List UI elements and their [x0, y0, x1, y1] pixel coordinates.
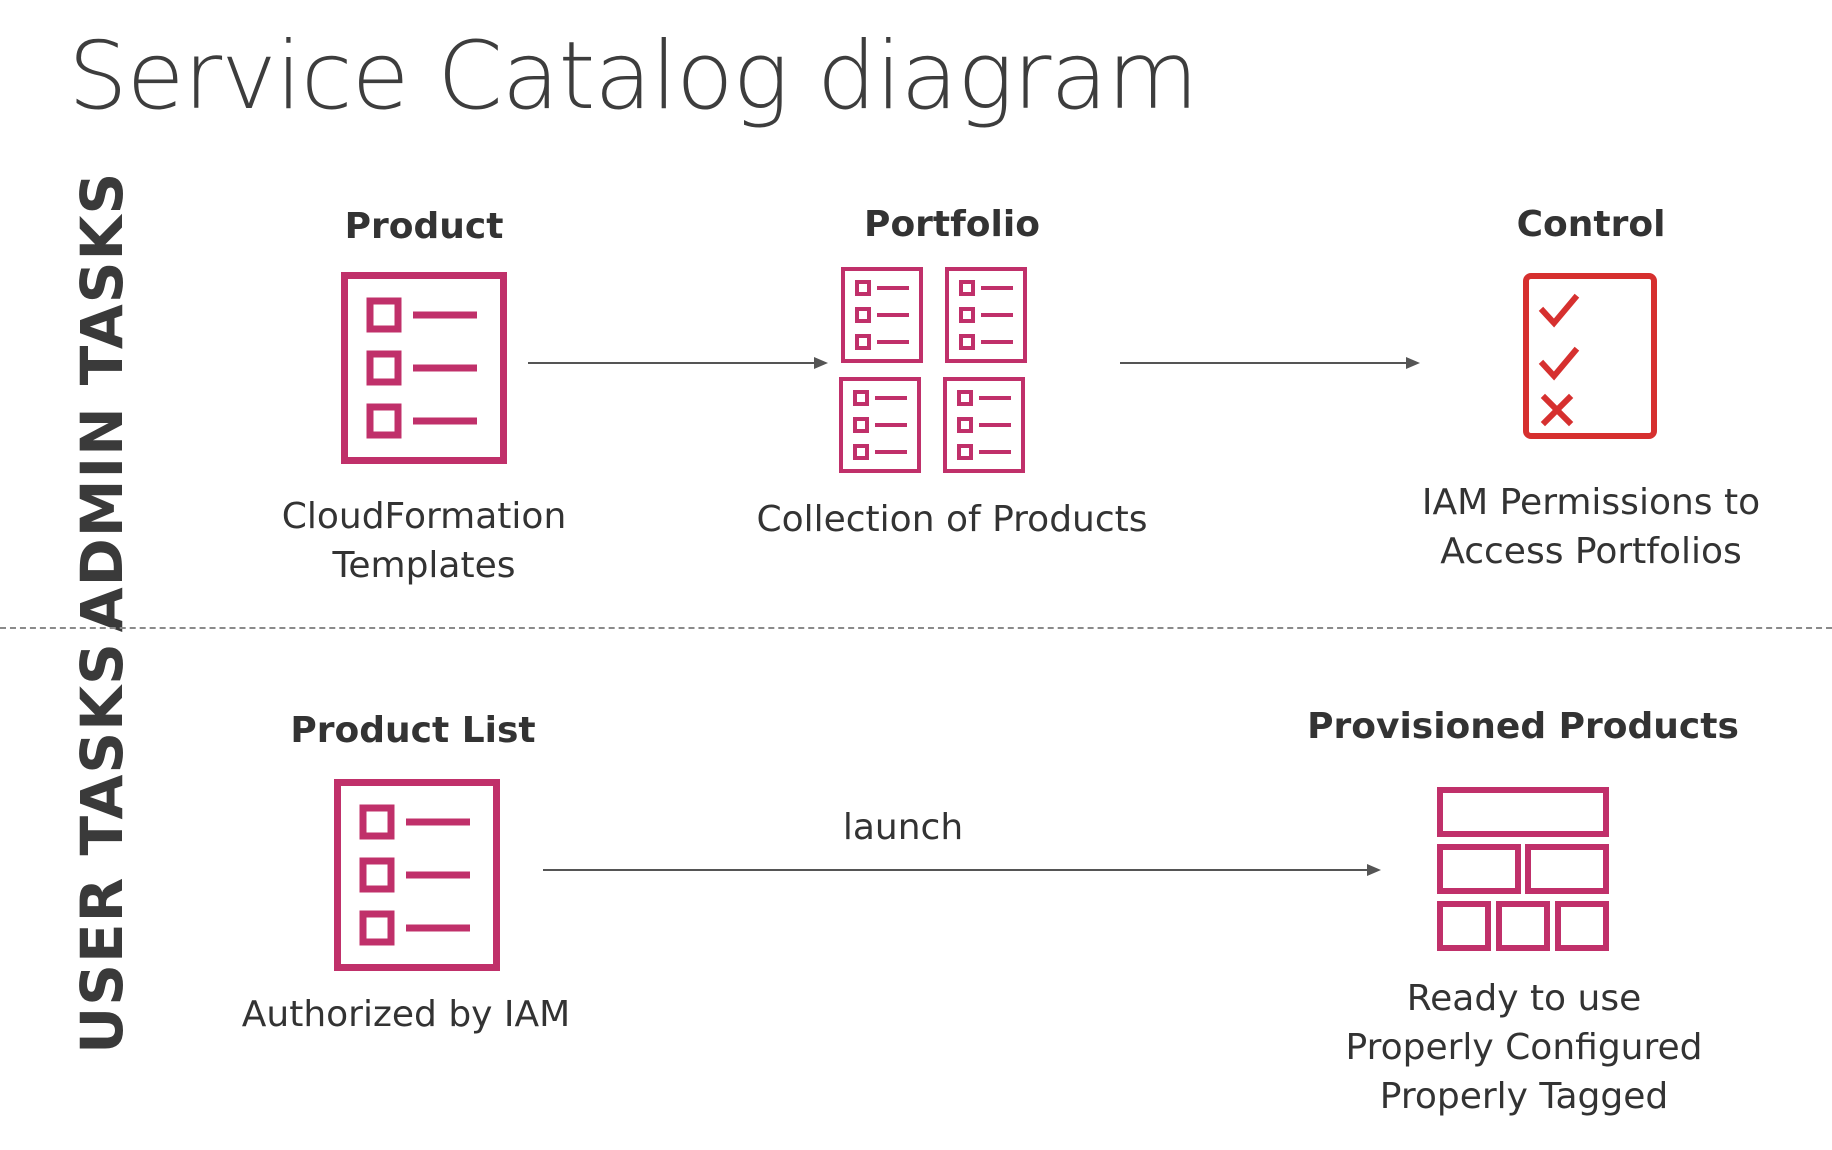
section-divider — [0, 627, 1832, 629]
product-description-line: Templates — [332, 545, 516, 586]
product-list-description-line: Authorized by IAM — [241, 994, 571, 1035]
product-list-checklist-icon — [334, 779, 500, 971]
product-list-heading: Product List — [290, 710, 536, 751]
admin-tasks-label: ADMIN TASKS — [68, 171, 136, 633]
provisioned-products-heading: Provisioned Products — [1307, 706, 1739, 747]
launch-arrow — [543, 864, 1381, 876]
provisioned-products-description-line: Ready to use — [1406, 978, 1642, 1019]
portfolio-heading: Portfolio — [864, 204, 1040, 245]
product-list-description: Authorized by IAM — [242, 990, 570, 1039]
control-description: IAM Permissions to Access Portfolios — [1422, 478, 1760, 576]
product-to-portfolio-arrow — [528, 357, 828, 369]
provisioned-products-description-line: Properly Tagged — [1379, 1076, 1669, 1117]
product-checklist-icon — [341, 272, 507, 464]
product-description-line: CloudFormation — [281, 496, 567, 537]
control-checklist-icon — [1523, 273, 1657, 439]
provisioned-products-description-line: Properly Configured — [1345, 1027, 1703, 1068]
portfolio-grid-icon — [839, 267, 1027, 473]
portfolio-description-line: Collection of Products — [756, 499, 1148, 540]
launch-label: launch — [842, 807, 964, 848]
provisioned-blocks-icon — [1437, 787, 1609, 951]
control-description-line: IAM Permissions to — [1421, 482, 1761, 523]
page-title: Service Catalog diagram — [68, 22, 1199, 131]
provisioned-products-description: Ready to use Properly Configured Properl… — [1346, 974, 1703, 1121]
control-description-line: Access Portfolios — [1440, 531, 1742, 572]
portfolio-to-control-arrow — [1120, 357, 1420, 369]
portfolio-description: Collection of Products — [756, 495, 1147, 544]
product-heading: Product — [344, 206, 504, 247]
control-heading: Control — [1516, 204, 1666, 245]
user-tasks-label: USER TASKS — [68, 642, 136, 1054]
product-description: CloudFormation Templates — [282, 492, 567, 590]
